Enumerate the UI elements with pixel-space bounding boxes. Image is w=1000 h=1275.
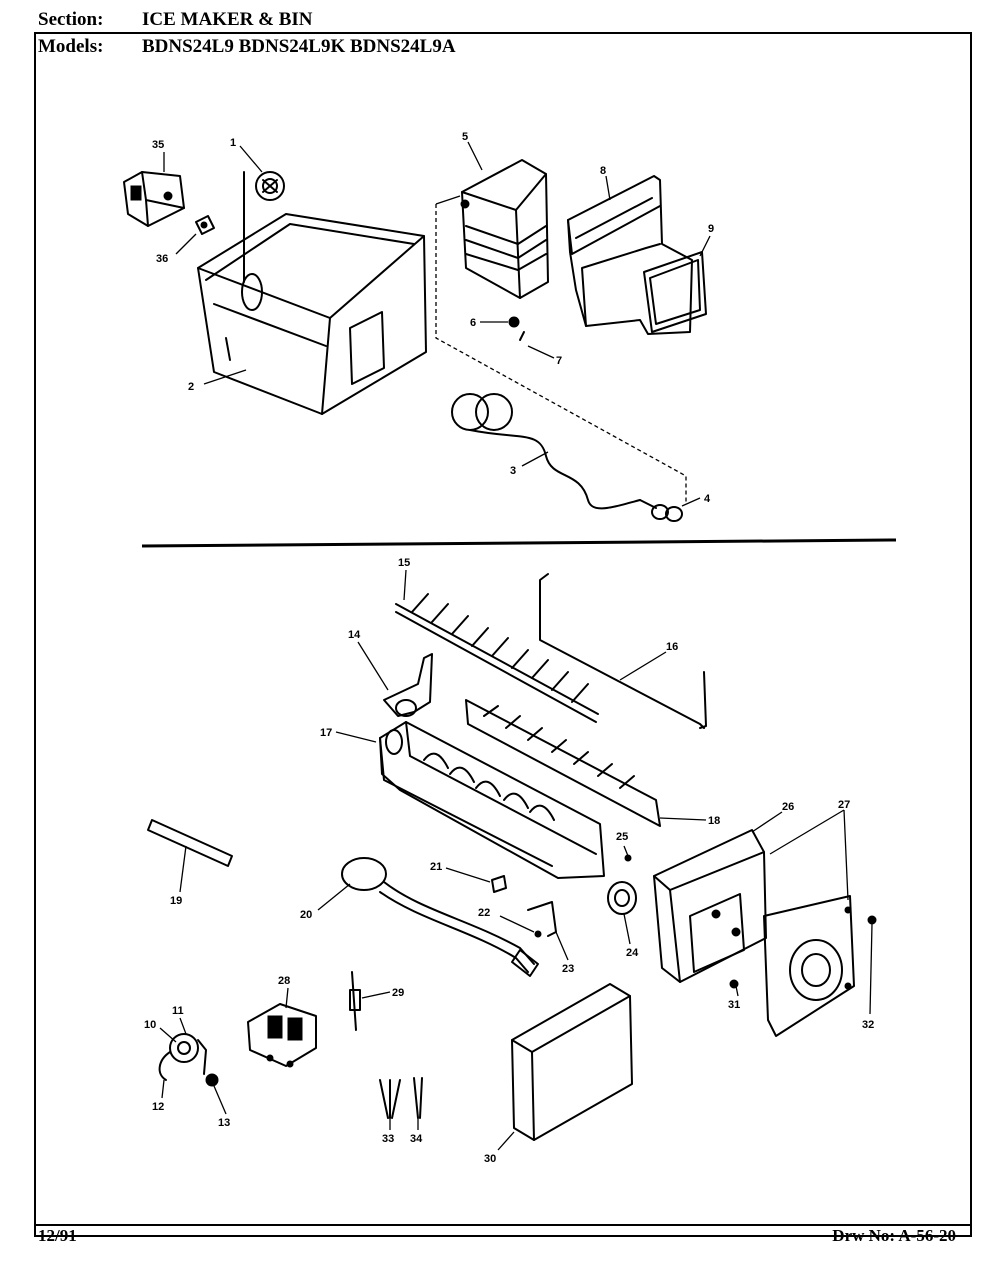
section-title: ICE MAKER & BIN — [142, 9, 313, 30]
part-shutoff-arm — [539, 573, 707, 729]
part-relay — [247, 1003, 317, 1068]
callout-25: 25 — [616, 831, 628, 843]
part-air-duct — [567, 175, 693, 335]
callout-35: 35 — [152, 139, 164, 151]
part-screws-34 — [413, 1077, 423, 1119]
part-ice-mold — [379, 721, 605, 879]
part-grommet — [508, 316, 520, 328]
part-fill-tube-heater — [451, 393, 657, 510]
callout-22: 22 — [478, 907, 490, 919]
part-thermostat — [607, 881, 637, 915]
callout-4: 4 — [704, 493, 711, 505]
part-water-valve — [158, 1033, 219, 1087]
section-heading: Section: ICE MAKER & BIN — [38, 10, 312, 30]
part-switch-clip — [195, 215, 215, 235]
callout-numbers: 1 2 3 4 5 6 7 8 9 10 11 12 13 14 15 16 1… — [144, 131, 874, 1165]
part-thermostat-clip — [491, 875, 507, 893]
callout-15: 15 — [398, 557, 410, 569]
callout-19: 19 — [170, 895, 182, 907]
part-clamp-23 — [527, 901, 557, 937]
callout-26: 26 — [782, 801, 794, 813]
callout-2: 2 — [188, 381, 194, 393]
callout-6: 6 — [470, 317, 476, 329]
section-label: Section: — [38, 9, 104, 30]
part-screw-32 — [867, 915, 877, 925]
callout-11: 11 — [172, 1005, 184, 1017]
part-tube-grommet — [651, 504, 683, 522]
models-label: Models: — [38, 36, 104, 57]
callout-7: 7 — [556, 355, 562, 367]
callout-36: 36 — [156, 253, 168, 265]
callout-30: 30 — [484, 1153, 496, 1165]
callout-33: 33 — [382, 1133, 394, 1145]
callout-24: 24 — [626, 947, 639, 959]
callout-14: 14 — [348, 629, 361, 641]
callout-18: 18 — [708, 815, 720, 827]
callout-21: 21 — [430, 861, 442, 873]
part-ice-bin — [197, 171, 427, 415]
part-motor-plate — [763, 895, 855, 1037]
footer-bar — [34, 1224, 972, 1250]
footer-drawing-number: Drw No: A-56-20 — [832, 1226, 956, 1245]
callout-9: 9 — [708, 223, 714, 235]
part-stripper — [465, 699, 661, 827]
callout-17: 17 — [320, 727, 332, 739]
callout-27: 27 — [838, 799, 850, 811]
part-screw-22 — [534, 930, 542, 938]
callout-5: 5 — [462, 131, 468, 143]
callout-34: 34 — [410, 1133, 423, 1145]
part-ejector — [395, 593, 599, 723]
callout-29: 29 — [392, 987, 404, 999]
part-heater-rod — [147, 819, 233, 867]
callout-leaders — [159, 141, 873, 1151]
part-screws-33 — [379, 1079, 401, 1119]
part-switch — [123, 171, 185, 227]
section-divider — [141, 538, 897, 548]
callout-1: 1 — [230, 137, 236, 149]
models-list: BDNS24L9 BDNS24L9K BDNS24L9A — [142, 36, 456, 57]
callout-16: 16 — [666, 641, 678, 653]
callout-23: 23 — [562, 963, 574, 975]
callout-3: 3 — [510, 465, 516, 477]
part-control-housing — [653, 829, 767, 983]
callout-12: 12 — [152, 1101, 164, 1113]
models-heading: Models: BDNS24L9 BDNS24L9K BDNS24L9A — [38, 37, 456, 57]
callout-20: 20 — [300, 909, 312, 921]
part-screw-7 — [519, 331, 525, 341]
callout-13: 13 — [218, 1117, 230, 1129]
callout-8: 8 — [600, 165, 606, 177]
footer-date: 12/91 — [38, 1226, 77, 1245]
callout-10: 10 — [144, 1019, 156, 1031]
diagram-frame — [34, 32, 972, 1237]
part-bearing-bracket — [383, 653, 433, 717]
callout-28: 28 — [278, 975, 290, 987]
callout-32: 32 — [862, 1019, 874, 1031]
part-wire-harness — [341, 857, 539, 977]
part-bin-knob — [255, 171, 285, 201]
part-front-cover — [511, 983, 633, 1141]
part-duct-gasket — [643, 251, 707, 333]
callout-31: 31 — [728, 999, 740, 1011]
part-connector — [349, 971, 361, 1031]
part-ice-chute — [460, 159, 549, 299]
